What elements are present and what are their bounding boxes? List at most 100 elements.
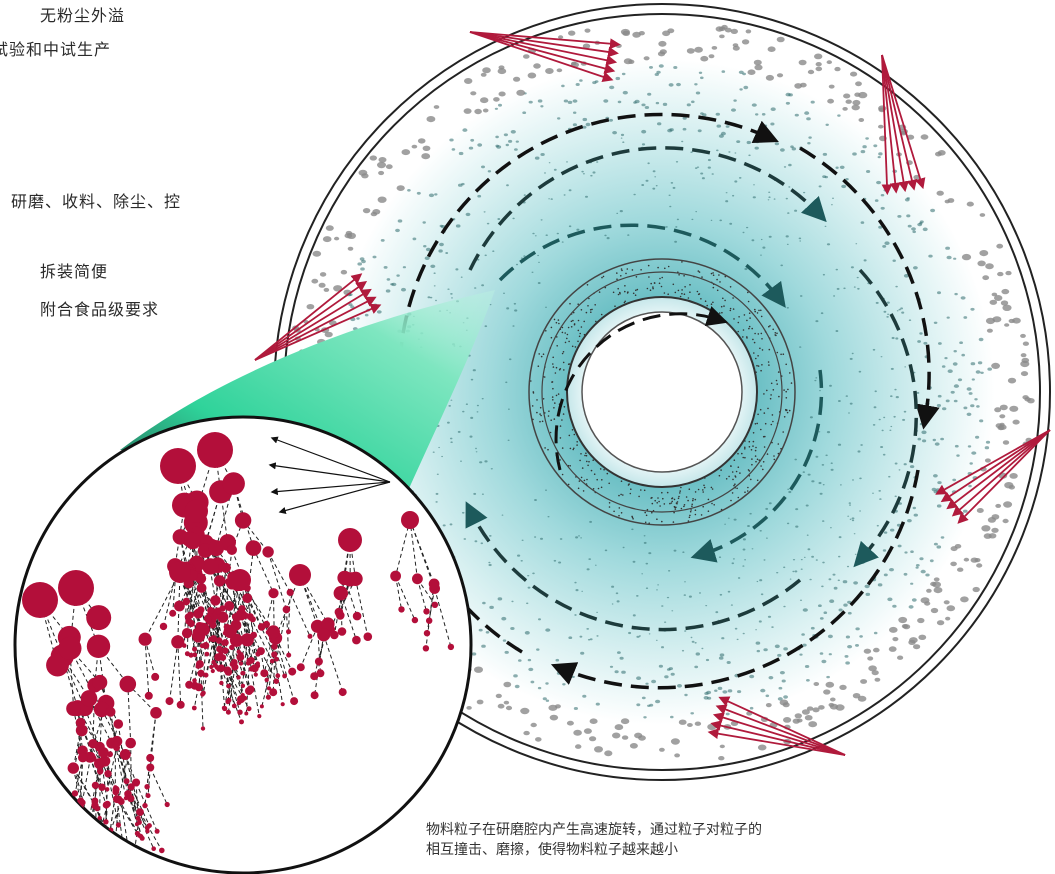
core-speck <box>712 272 714 274</box>
particle-speck <box>356 317 359 319</box>
core-speck <box>726 478 728 480</box>
particle-speck <box>942 365 946 368</box>
particle-speck <box>655 700 660 704</box>
core-speck <box>553 407 555 409</box>
particle-speck <box>575 536 578 538</box>
particle-dot <box>150 707 162 719</box>
particle-speck <box>386 164 393 169</box>
core-speck <box>769 349 771 351</box>
particle-dot <box>315 658 323 666</box>
particle-speck <box>831 462 833 464</box>
core-speck <box>581 309 583 311</box>
particle-speck <box>854 93 860 97</box>
particle-speck <box>523 731 529 735</box>
particle-speck <box>743 232 745 233</box>
core-speck <box>609 502 611 504</box>
particle-speck <box>702 177 705 179</box>
particle-speck <box>984 533 992 539</box>
particle-speck <box>516 264 518 266</box>
core-speck <box>536 399 538 401</box>
core-speck <box>732 479 734 481</box>
particle-speck <box>963 407 967 410</box>
particle-dot <box>235 512 251 528</box>
particle-speck <box>562 241 564 242</box>
particle-speck <box>998 424 1006 430</box>
core-speck <box>560 425 562 427</box>
particle-speck <box>887 302 890 304</box>
particle-speck <box>777 654 781 657</box>
particle-speck <box>719 35 725 39</box>
particle-speck <box>720 745 725 749</box>
core-speck <box>601 479 603 481</box>
particle-speck <box>823 484 825 485</box>
core-speck <box>563 362 565 364</box>
core-speck <box>730 310 732 312</box>
particle-speck <box>485 255 487 257</box>
particle-speck <box>662 31 670 37</box>
particle-dot <box>97 768 103 774</box>
particle-dot <box>66 701 81 716</box>
particle-speck <box>633 561 636 563</box>
particle-speck <box>958 378 962 381</box>
particle-speck <box>370 155 377 160</box>
particle-speck <box>528 659 531 661</box>
core-speck <box>759 348 761 350</box>
particle-dot <box>94 837 99 842</box>
core-speck <box>607 473 609 475</box>
particle-dot <box>219 681 223 685</box>
particle-speck <box>936 488 940 491</box>
particle-speck <box>482 398 484 399</box>
particle-speck <box>783 695 788 698</box>
core-speck <box>671 501 673 503</box>
particle-speck <box>920 423 923 425</box>
particle-dot <box>98 784 105 791</box>
core-speck <box>645 522 647 524</box>
particle-speck <box>384 266 388 269</box>
particle-dot <box>197 606 204 613</box>
core-speck <box>768 364 770 366</box>
core-speck <box>554 418 556 420</box>
particle-speck <box>433 452 435 453</box>
core-speck <box>547 449 549 451</box>
particle-speck <box>873 349 876 351</box>
particle-speck <box>941 536 945 538</box>
core-speck <box>652 288 654 290</box>
core-speck <box>776 333 778 335</box>
core-speck <box>749 441 751 443</box>
particle-speck <box>837 288 840 290</box>
core-speck <box>628 483 630 485</box>
particle-dot <box>171 635 184 648</box>
particle-speck <box>647 93 651 96</box>
particle-speck <box>948 369 953 373</box>
particle-speck <box>728 689 733 692</box>
particle-speck <box>615 670 619 673</box>
particle-speck <box>766 538 768 539</box>
particle-speck <box>815 320 818 322</box>
core-speck <box>772 421 774 423</box>
particle-speck <box>873 648 880 653</box>
core-speck <box>702 489 704 491</box>
particle-speck <box>481 542 484 544</box>
core-speck <box>719 475 721 477</box>
core-speck <box>713 287 715 289</box>
particle-speck <box>737 690 741 693</box>
particle-speck <box>766 695 770 698</box>
particle-speck <box>733 558 735 559</box>
particle-speck <box>924 601 930 605</box>
particle-dot <box>286 629 291 634</box>
particle-dot <box>139 633 152 646</box>
core-speck <box>548 415 550 417</box>
particle-speck <box>557 68 563 72</box>
particle-dot <box>58 570 94 606</box>
particle-speck <box>881 356 883 357</box>
core-speck <box>662 498 664 500</box>
particle-dot <box>246 661 251 666</box>
particle-speck <box>707 697 711 700</box>
particle-speck <box>534 499 537 501</box>
particle-speck <box>669 195 671 196</box>
particle-speck <box>524 194 526 196</box>
particle-speck <box>425 256 430 260</box>
particle-dot <box>448 644 454 650</box>
core-speck <box>756 423 758 425</box>
core-speck <box>749 312 751 314</box>
